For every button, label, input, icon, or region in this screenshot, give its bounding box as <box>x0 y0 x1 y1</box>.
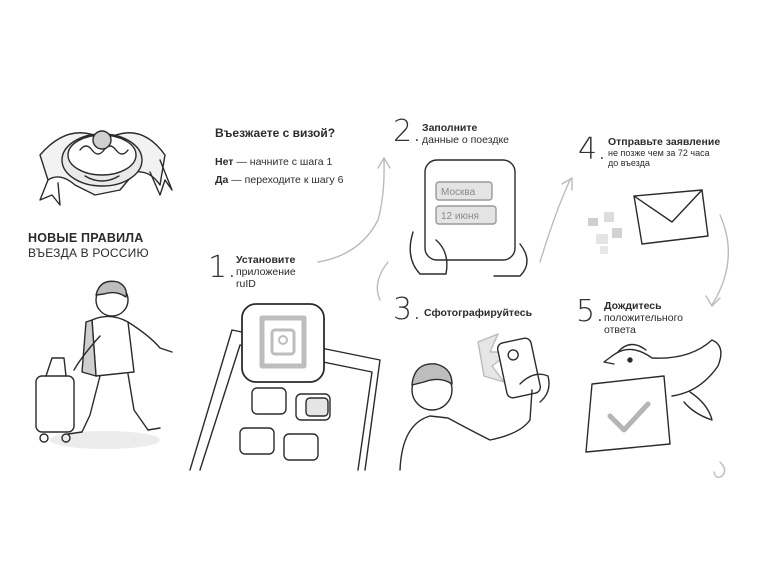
step-2-heading: Заполните <box>422 122 478 134</box>
check-letter-icon <box>585 375 671 453</box>
tablet-illustration <box>189 329 381 471</box>
step-5-line1: положительного <box>604 312 684 324</box>
poster-title-line1: НОВЫЕ ПРАВИЛА <box>28 231 144 245</box>
form-field-city: Москва <box>441 187 476 198</box>
visa-answer-no: Нет — начните с шага 1 <box>215 156 333 168</box>
poster-title-line2: ВЪЕЗДА В РОССИЮ <box>28 246 149 260</box>
step-4-number: 4. <box>578 132 607 167</box>
envelope-icon <box>588 189 709 254</box>
step-1-number: 1. <box>208 250 237 285</box>
phone-form-icon <box>409 159 528 277</box>
step-2-line1: данные о поездке <box>422 134 510 146</box>
step-4-heading: Отправьте заявление <box>608 136 721 148</box>
step-2-number: 2. <box>393 114 422 149</box>
step-1-heading: Установите <box>236 254 296 266</box>
step-4-line2: до въезда <box>608 158 650 168</box>
step-1-line1: приложение <box>236 266 296 278</box>
step-1-line2: ruID <box>236 278 256 290</box>
step-5-heading: Дождитесь <box>604 300 662 312</box>
selfie-illustration <box>399 333 550 471</box>
step-4-line1: не позже чем за 72 часа <box>608 148 710 158</box>
visa-question: Въезжаете с визой? <box>215 126 336 140</box>
step-3-heading: Сфотографируйтесь <box>424 307 533 319</box>
form-field-date: 12 июня <box>441 211 479 222</box>
visa-answer-yes: Да — переходите к шагу 6 <box>215 174 344 186</box>
step-3-number: 3. <box>393 292 422 327</box>
app-icon <box>241 303 325 383</box>
step-5-number: 5. <box>576 294 605 329</box>
dove-icon <box>603 339 722 421</box>
bread-and-salt-icon <box>39 130 173 206</box>
traveler-illustration <box>35 280 173 449</box>
step-5-line2: ответа <box>604 324 636 336</box>
